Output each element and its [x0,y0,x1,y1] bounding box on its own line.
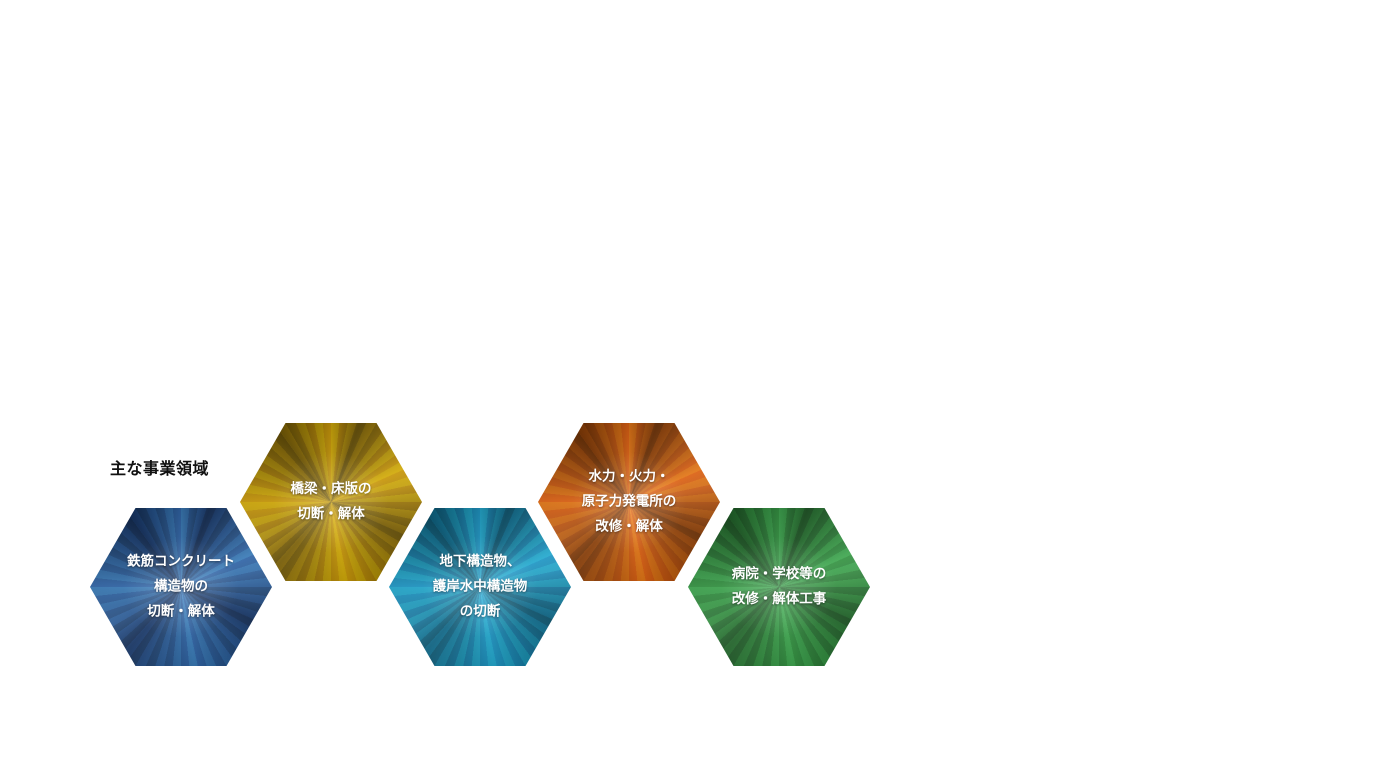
section-title: 主な事業領域 [110,459,210,478]
tile-label-line: 鉄筋コンクリート [127,553,235,570]
tile-label-line: 原子力発電所の [581,493,677,510]
tile-label: 水力・火力・ 原子力発電所の 改修・解体 [538,465,720,540]
tile-label-line: 護岸水中構造物 [432,578,528,595]
tile-label-line: 橋梁・床版の [290,481,372,497]
tile-label-line: 水力・火力・ [588,468,670,485]
tile-label-line: 病院・学校等の [731,566,827,582]
tile-label-line: 地下構造物、 [439,553,521,570]
tile-bridges[interactable]: 橋梁・床版の 切断・解体 [240,423,422,581]
tile-label: 橋梁・床版の 切断・解体 [240,477,422,527]
tile-hospitals-schools[interactable]: 病院・学校等の 改修・解体工事 [688,508,870,666]
tile-label: 病院・学校等の 改修・解体工事 [688,562,870,612]
tile-label-line: 改修・解体 [595,518,663,535]
tile-label-line: 切断・解体 [297,506,365,522]
tile-label-line: 構造物の [154,578,208,595]
tile-rc-structures[interactable]: 鉄筋コンクリート 構造物の 切断・解体 [90,508,272,666]
tile-label-line: 改修・解体工事 [731,591,827,607]
tile-label-line: 切断・解体 [147,603,215,620]
tile-label: 地下構造物、 護岸水中構造物 の切断 [389,550,571,625]
tile-label: 鉄筋コンクリート 構造物の 切断・解体 [90,550,272,625]
tile-underground-structures[interactable]: 地下構造物、 護岸水中構造物 の切断 [389,508,571,666]
tile-label-line: の切断 [459,603,501,620]
tile-power-plants[interactable]: 水力・火力・ 原子力発電所の 改修・解体 [538,423,720,581]
